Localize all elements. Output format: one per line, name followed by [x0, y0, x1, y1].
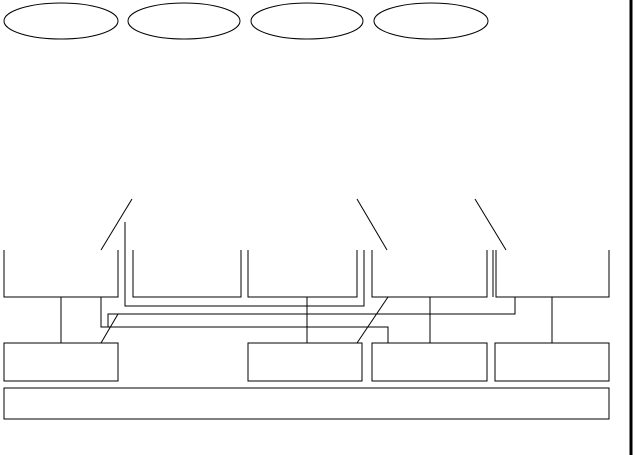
upper-box-2	[132, 250, 242, 298]
leader-line-4	[356, 296, 389, 344]
wire-loop-b	[100, 297, 389, 343]
upper-box-1	[3, 250, 119, 298]
upper-box-5	[495, 250, 610, 298]
lower-box-4	[494, 342, 610, 382]
leader-line-3	[474, 198, 507, 251]
connector-u-left	[124, 222, 365, 307]
bottom-bar	[3, 387, 610, 420]
lower-box-1	[3, 342, 119, 382]
upper-box-4	[371, 250, 488, 298]
inner-connectors	[124, 222, 494, 307]
ellipse-node-4	[373, 2, 489, 40]
upper-box-row	[3, 250, 610, 298]
leader-line-5	[100, 313, 119, 344]
upper-box-3	[247, 250, 358, 298]
lower-box-row	[3, 342, 610, 382]
ellipse-row	[3, 2, 489, 40]
ellipse-node-3	[250, 2, 364, 40]
ellipse-node-2	[127, 2, 241, 40]
wire-loop-a	[107, 297, 516, 327]
wiring	[60, 297, 553, 343]
lower-box-2	[247, 342, 363, 382]
leader-line-2	[356, 198, 388, 251]
ellipse-node-1	[3, 2, 119, 40]
lower-box-3	[371, 342, 488, 382]
leader-line-1	[100, 198, 133, 251]
leader-lines	[100, 198, 507, 344]
